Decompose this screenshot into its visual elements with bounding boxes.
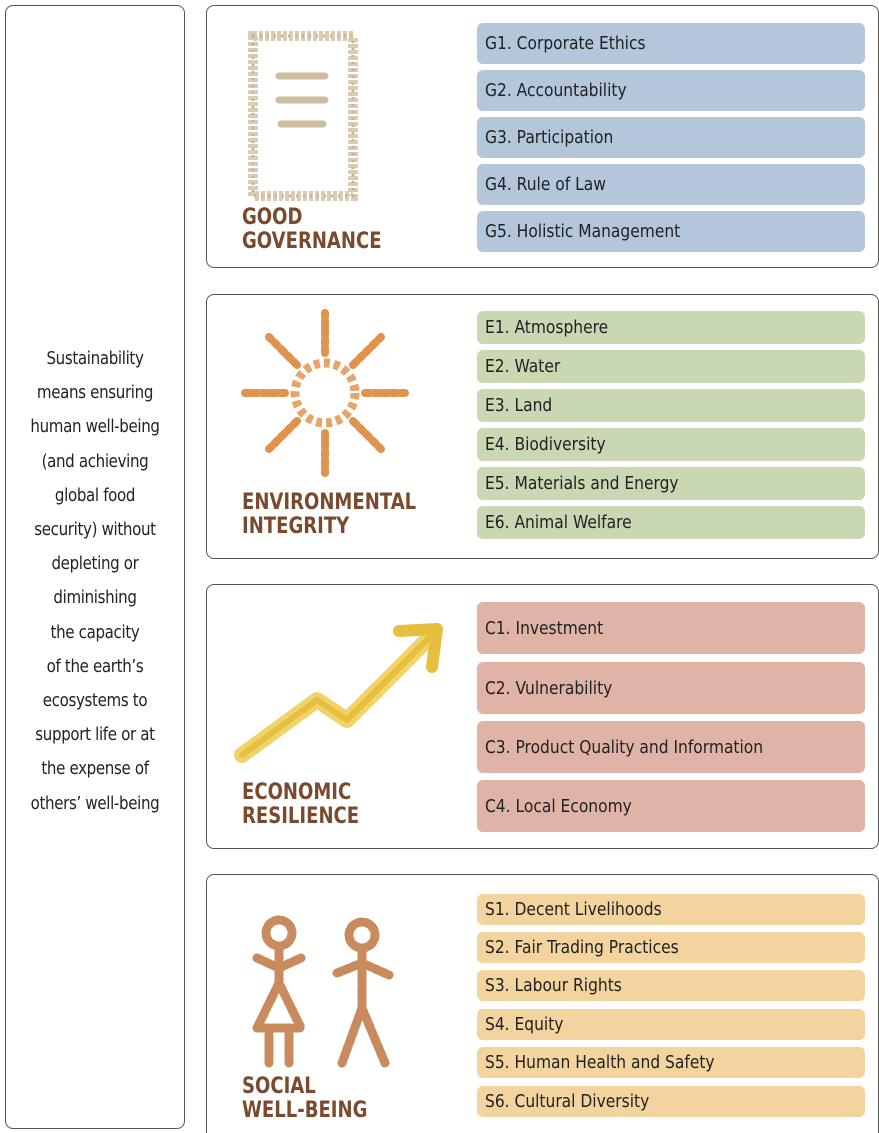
item-label: E6. Animal Welfare [485, 512, 632, 533]
governance-title: GOOD GOVERNANCE [242, 205, 382, 254]
rising-arrow-icon [234, 623, 443, 763]
item-label: E1. Atmosphere [485, 317, 609, 338]
item-label: C4. Local Economy [485, 795, 632, 817]
item-label: S4. Equity [485, 1014, 564, 1035]
economic-item: C3. Product Quality and Information [477, 721, 865, 773]
economic-item: C4. Local Economy [477, 780, 865, 832]
item-label: S6. Cultural Diversity [485, 1091, 650, 1112]
sun-icon [241, 309, 409, 477]
governance-item: G4. Rule of Law [477, 164, 865, 205]
environment-item: E4. Biodiversity [477, 428, 865, 461]
item-label: E2. Water [485, 356, 561, 377]
social-item: S2. Fair Trading Practices [477, 932, 865, 963]
sustainability-definition: Sustainability means ensuring human well… [30, 349, 160, 814]
governance-item: G1. Corporate Ethics [477, 23, 865, 64]
people-icon [252, 915, 394, 1068]
social-panel: SOCIAL WELL-BEING S1. Decent Livelihoods… [206, 874, 879, 1133]
environment-item: E2. Water [477, 350, 865, 383]
item-label: G1. Corporate Ethics [485, 33, 646, 54]
item-label: G4. Rule of Law [485, 174, 606, 195]
governance-item: G3. Participation [477, 117, 865, 158]
environment-item: E6. Animal Welfare [477, 506, 865, 539]
social-item: S6. Cultural Diversity [477, 1086, 865, 1117]
social-item: S5. Human Health and Safety [477, 1047, 865, 1078]
environment-item: E5. Materials and Energy [477, 467, 865, 500]
environment-title: ENVIRONMENTAL INTEGRITY [242, 490, 417, 539]
economic-item: C2. Vulnerability [477, 662, 865, 714]
social-item: S1. Decent Livelihoods [477, 894, 865, 925]
environment-item: E3. Land [477, 389, 865, 422]
item-label: G2. Accountability [485, 80, 627, 101]
item-label: S5. Human Health and Safety [485, 1052, 715, 1073]
social-title: SOCIAL WELL-BEING [242, 1074, 368, 1123]
item-label: S3. Labour Rights [485, 975, 622, 996]
document-icon [248, 31, 358, 201]
social-item: S4. Equity [477, 1009, 865, 1040]
social-item: S3. Labour Rights [477, 970, 865, 1001]
governance-item: G5. Holistic Management [477, 211, 865, 252]
definition-box: Sustainability means ensuring human well… [5, 5, 185, 1129]
item-label: E3. Land [485, 395, 553, 416]
item-label: S1. Decent Livelihoods [485, 899, 662, 920]
item-label: C2. Vulnerability [485, 677, 613, 699]
environment-panel: ENVIRONMENTAL INTEGRITY E1. Atmosphere E… [206, 294, 879, 559]
item-label: E5. Materials and Energy [485, 473, 679, 494]
economic-panel: ECONOMIC RESILIENCE C1. Investment C2. V… [206, 584, 879, 849]
governance-item: G2. Accountability [477, 70, 865, 111]
economic-title: ECONOMIC RESILIENCE [242, 780, 360, 829]
item-label: E4. Biodiversity [485, 434, 606, 455]
item-label: G5. Holistic Management [485, 221, 681, 242]
governance-panel: GOOD GOVERNANCE G1. Corporate Ethics G2.… [206, 5, 879, 268]
item-label: C1. Investment [485, 617, 604, 639]
environment-item: E1. Atmosphere [477, 311, 865, 344]
economic-item: C1. Investment [477, 602, 865, 654]
item-label: S2. Fair Trading Practices [485, 937, 679, 958]
item-label: G3. Participation [485, 127, 614, 148]
item-label: C3. Product Quality and Information [485, 736, 764, 758]
